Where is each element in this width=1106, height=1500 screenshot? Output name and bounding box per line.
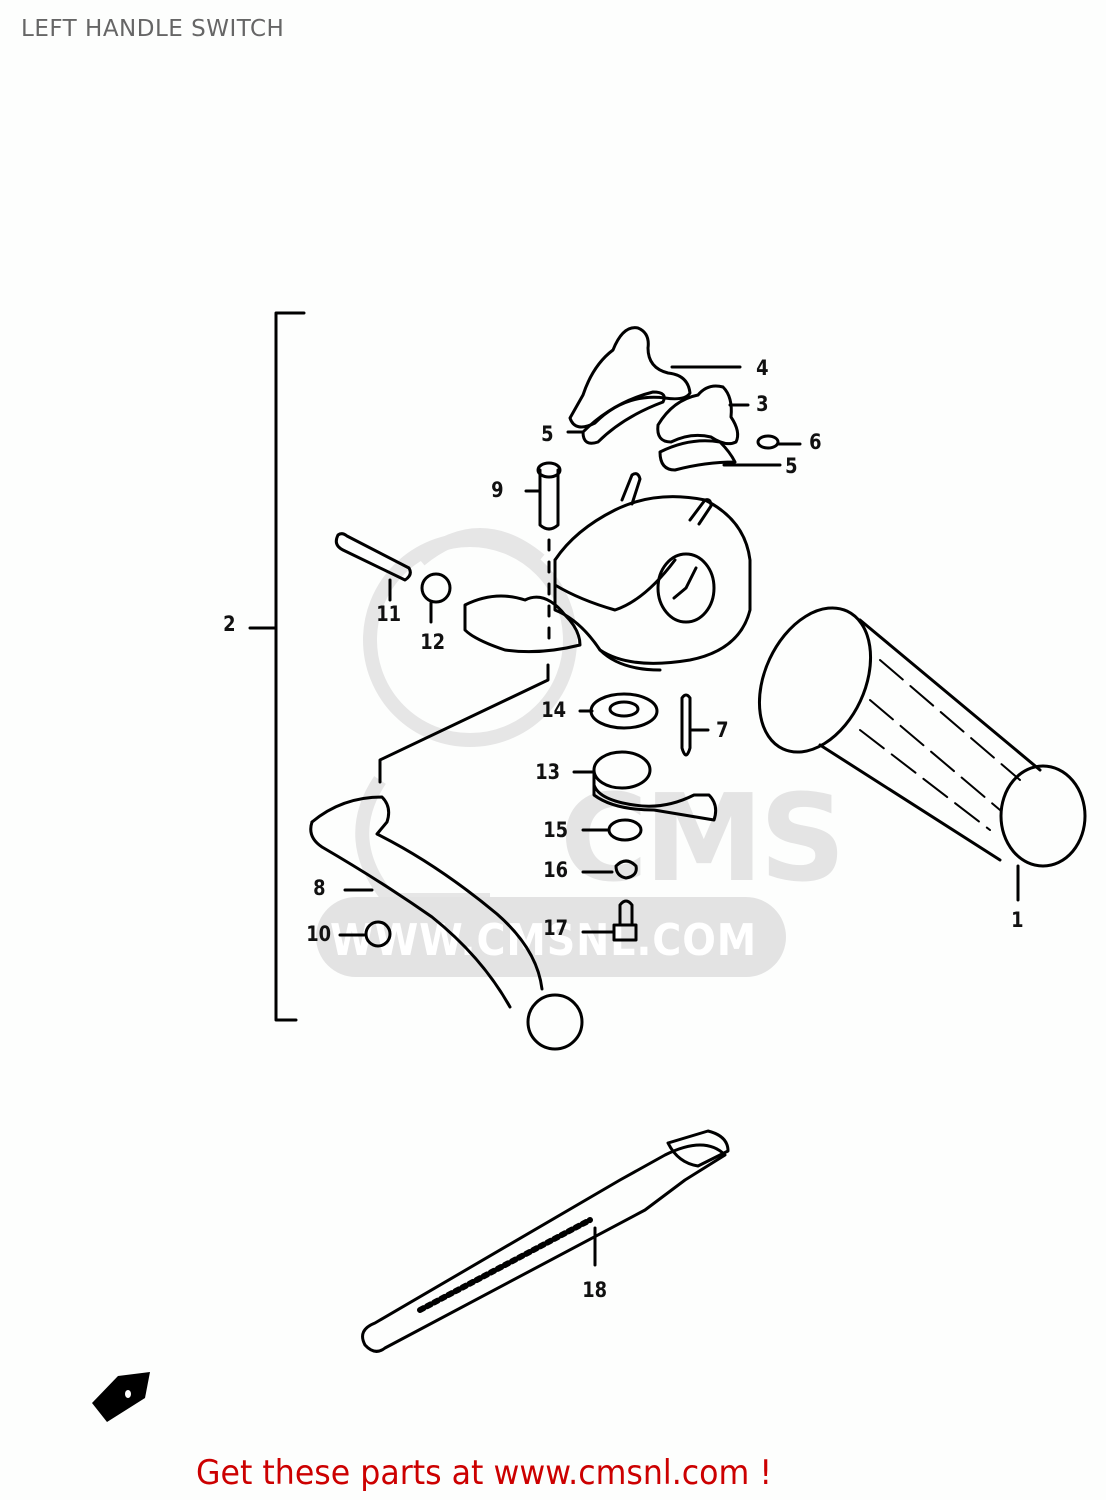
lever-bracket-part xyxy=(463,594,582,654)
callout-5a[interactable]: 5 xyxy=(541,422,554,446)
callout-12[interactable]: 12 xyxy=(420,630,446,654)
page-title: LEFT HANDLE SWITCH xyxy=(21,16,285,42)
watermark-url: WWW.CMSNL.COM xyxy=(330,915,758,966)
screw-7-part xyxy=(680,693,710,757)
washer-14-part xyxy=(578,692,659,730)
callout-15[interactable]: 15 xyxy=(543,818,569,842)
front-arrow-icon xyxy=(92,1372,150,1422)
bolt-17-part xyxy=(581,899,638,942)
grip-1-part xyxy=(757,606,1087,902)
switch-knob-4-part xyxy=(568,326,742,445)
callout-6[interactable]: 6 xyxy=(809,430,822,454)
nut-16-part xyxy=(614,859,638,880)
watermark-logo: CMS xyxy=(560,770,846,909)
switch-housing-part xyxy=(553,472,752,672)
switch-knob-3-part xyxy=(656,384,750,472)
callout-5b[interactable]: 5 xyxy=(785,454,798,478)
callout-8[interactable]: 8 xyxy=(313,876,326,900)
callout-1[interactable]: 1 xyxy=(1011,908,1024,932)
callout-3[interactable]: 3 xyxy=(756,392,769,416)
cable-tie-18-part xyxy=(361,1129,730,1353)
callout-16[interactable]: 16 xyxy=(543,858,569,882)
callout-17[interactable]: 17 xyxy=(543,916,569,940)
assembly-bracket xyxy=(274,311,306,1022)
callout-13[interactable]: 13 xyxy=(535,760,561,784)
clip-12-part xyxy=(420,572,452,624)
callout-9[interactable]: 9 xyxy=(491,478,504,502)
callout-7[interactable]: 7 xyxy=(716,718,729,742)
pin-11-part xyxy=(334,532,412,602)
callout-4[interactable]: 4 xyxy=(756,356,769,380)
callout-10[interactable]: 10 xyxy=(306,922,332,946)
callout-18[interactable]: 18 xyxy=(582,1278,608,1302)
nut-10-part xyxy=(364,920,392,948)
holder-13-part xyxy=(572,750,718,822)
callout-11[interactable]: 11 xyxy=(376,602,402,626)
screw-6-part xyxy=(756,434,780,450)
clutch-lever-8-part xyxy=(309,795,584,1051)
washer-15-part xyxy=(607,818,643,842)
bolt-9-part xyxy=(524,461,562,642)
callout-14[interactable]: 14 xyxy=(541,698,567,722)
callout-2[interactable]: 2 xyxy=(223,612,236,636)
get-parts-link[interactable]: Get these parts at www.cmsnl.com ! xyxy=(196,1453,773,1493)
